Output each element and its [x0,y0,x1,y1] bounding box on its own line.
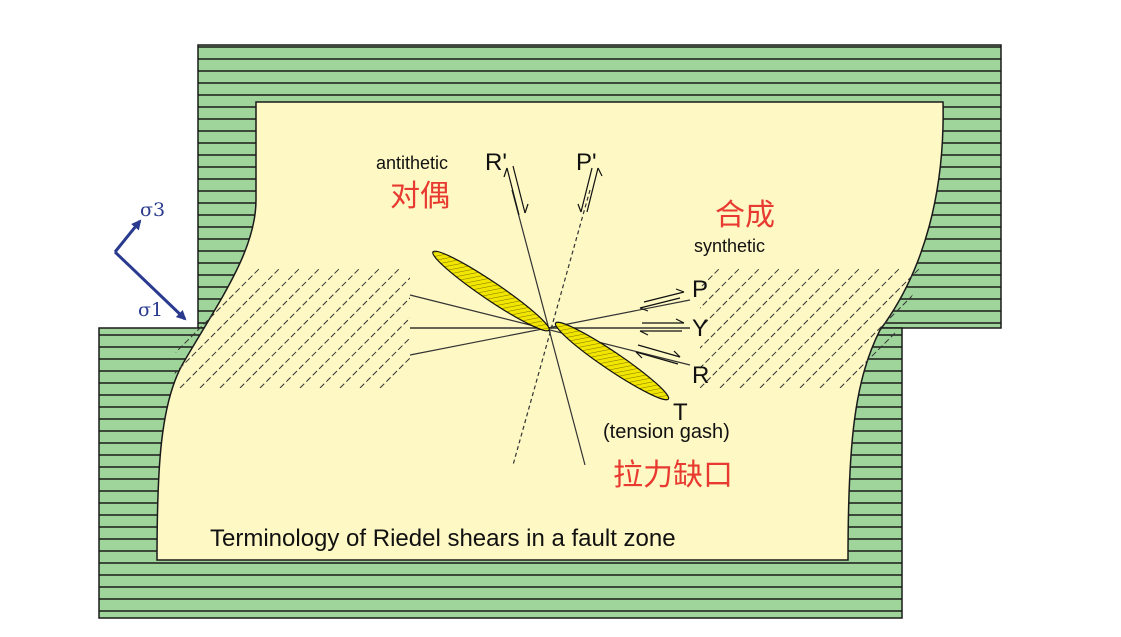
sense-arrows [503,165,685,365]
p-prime-label: P' [576,149,597,176]
y-label: Y [692,315,708,342]
p-prime-line [512,189,591,466]
t-label: T [673,399,688,426]
fault-zone [156,101,944,561]
tension-gashes [432,250,670,401]
stress-axes [113,219,187,321]
p-label: P [692,276,708,303]
sigma1-arrow [113,250,187,321]
tension-gash-cn-label: 拉力缺口 [613,458,733,493]
right-hatch-zone [700,268,925,388]
r-shear-line [409,294,691,366]
diagram-caption: Terminology of Riedel shears in a fault … [210,525,676,552]
left-hatch-zone [174,268,410,388]
antithetic-label: antithetic [376,153,448,173]
synthetic-label: synthetic [694,236,765,256]
sigma1-label: σ1 [138,299,163,321]
sigma3-label: σ3 [140,199,165,221]
sigma3-arrow [113,219,142,253]
synthetic-cn-label: 合成 [715,198,775,233]
r-label: R [692,362,709,389]
tension-gash-label: (tension gash) [603,421,730,443]
r-prime-label: R' [485,149,507,176]
antithetic-cn-label: 对偶 [390,179,450,214]
